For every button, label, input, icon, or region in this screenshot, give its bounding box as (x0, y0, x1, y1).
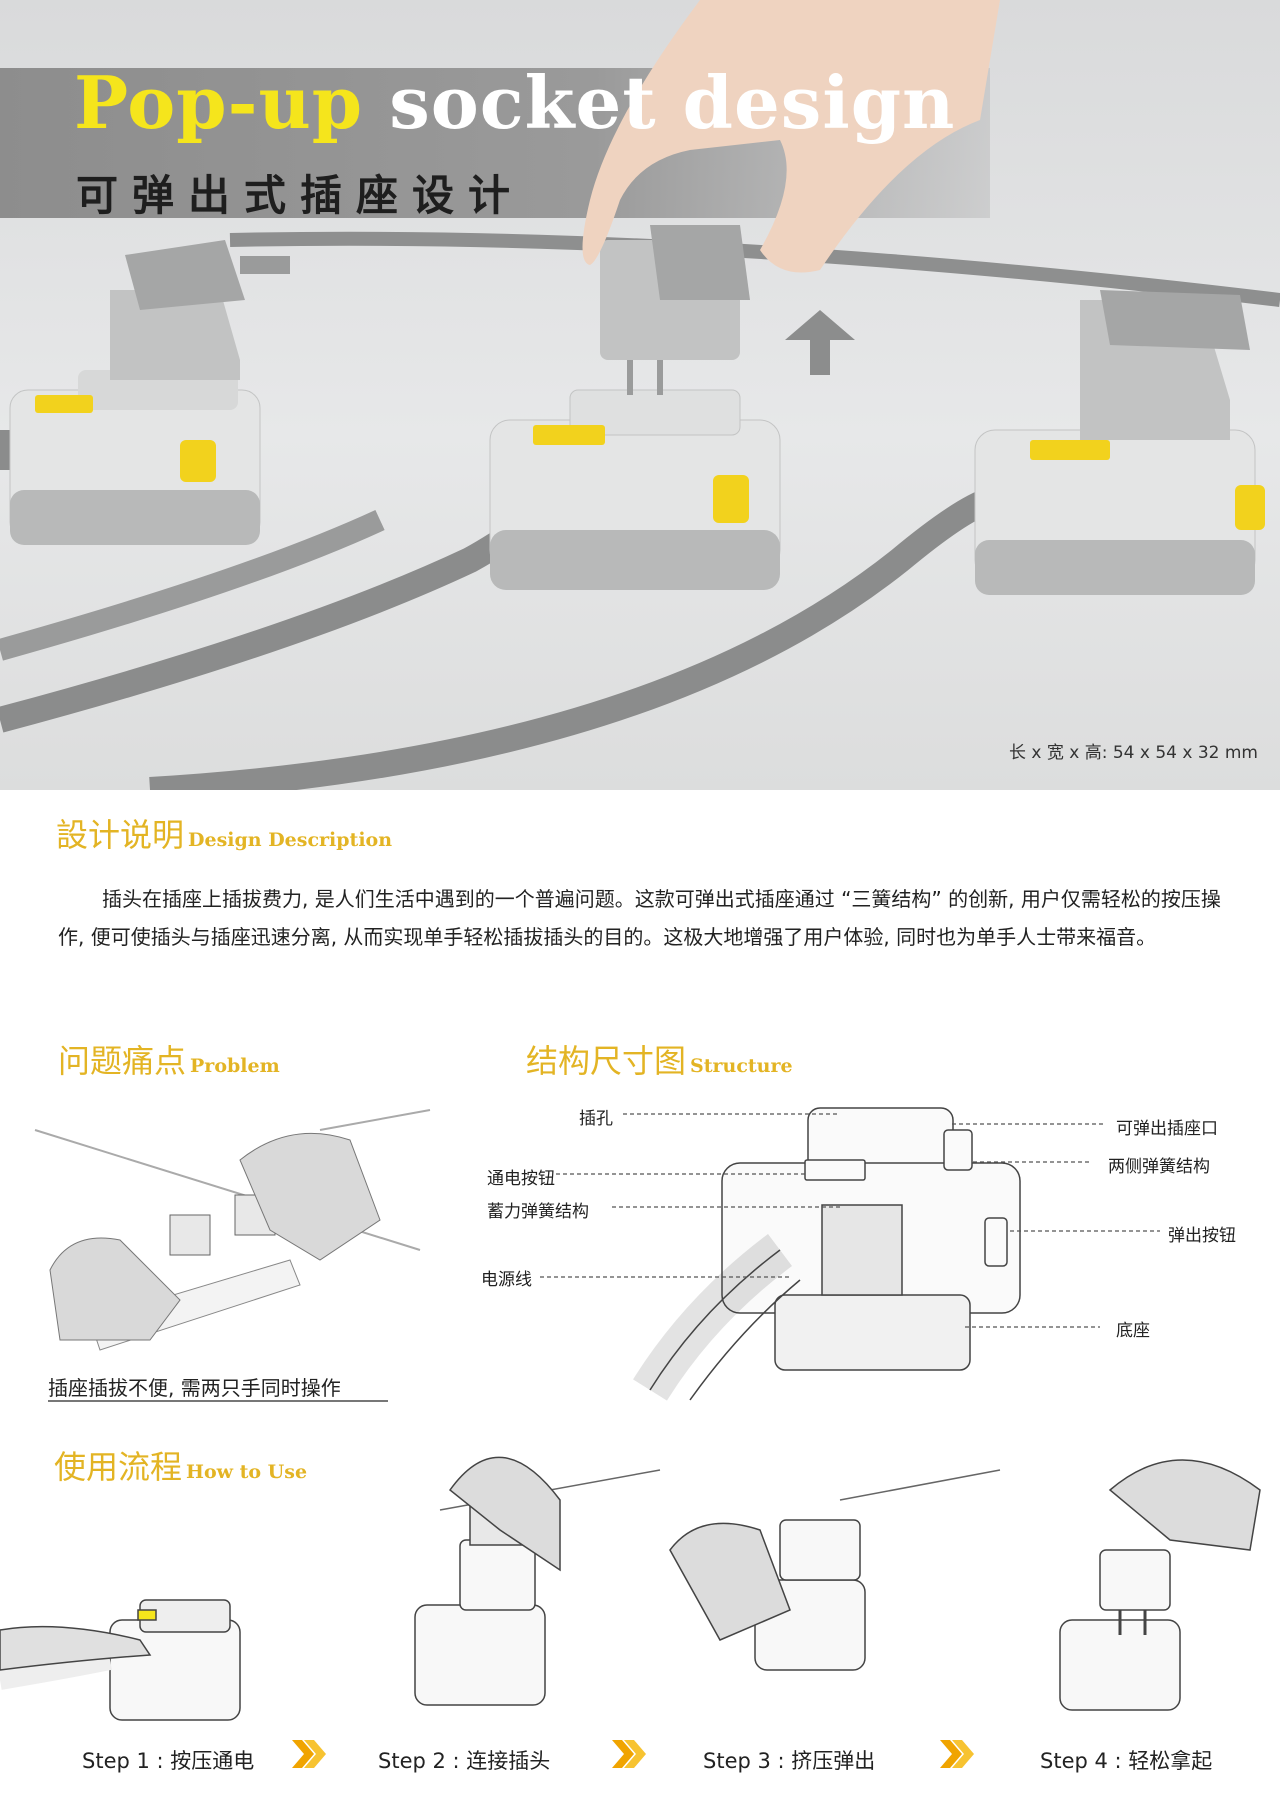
hero-product-render (0, 0, 1280, 790)
socket-left (9, 240, 290, 545)
description-body: 插头在插座上插拔费力, 是人们生活中遇到的一个普遍问题。这款可弹出式插座通过 “… (58, 887, 1221, 949)
description-title-en: Design Description (188, 829, 393, 851)
problem-title-cn: 问题痛点 (58, 1042, 187, 1080)
hero-title: Pop-up socket design (74, 60, 955, 145)
step-4-label: Step 4 : 轻松拿起 (1040, 1749, 1213, 1773)
problem-title-en: Problem (190, 1055, 280, 1077)
dimensions-text: 长 x 宽 x 高: 54 x 54 x 32 mm (1008, 743, 1258, 763)
section-title-structure: 结构尺寸图 Structure (526, 1036, 793, 1082)
hero-render: Pop-up socket design 可弹出式插座设计 长 x 宽 x 高:… (0, 0, 1280, 790)
label-eject-button: 弹出按钮 (1168, 1226, 1236, 1246)
hero-subtitle: 可弹出式插座设计 (76, 171, 525, 220)
structure-title-cn: 结构尺寸图 (526, 1042, 687, 1080)
problem-illustration (34, 1109, 431, 1351)
description-title-cn: 設计说明 (56, 816, 185, 854)
caption-underline (48, 1400, 388, 1402)
socket-right (974, 290, 1265, 595)
steps-illustration (0, 1456, 1261, 1768)
label-side-spring: 两侧弹簧结构 (1108, 1157, 1210, 1177)
step-2-label: Step 2 : 连接插头 (378, 1749, 551, 1773)
socket-middle (489, 225, 855, 590)
label-cord: 电源线 (481, 1270, 532, 1290)
hand-illustration (582, 0, 1000, 273)
label-storage-spring: 蓄力弹簧结构 (487, 1202, 589, 1222)
step-arrows (292, 1740, 974, 1768)
label-power-button: 通电按钮 (487, 1169, 555, 1189)
howto-title-en: How to Use (186, 1461, 308, 1483)
section-title-problem: 问题痛点 Problem (58, 1036, 280, 1082)
label-base: 底座 (1116, 1321, 1150, 1341)
title-rest: socket design (389, 60, 956, 145)
section-title-howto: 使用流程 How to Use (54, 1442, 307, 1488)
label-hole: 插孔 (579, 1109, 613, 1129)
structure-title-en: Structure (690, 1055, 793, 1077)
step-3-label: Step 3 : 挤压弹出 (703, 1749, 876, 1773)
problem-caption: 插座插拔不便, 需两只手同时操作 (48, 1376, 341, 1400)
section-title-description: 設计说明 Design Description (56, 810, 392, 856)
label-popup-port: 可弹出插座口 (1116, 1119, 1218, 1139)
step-1-label: Step 1 : 按压通电 (82, 1749, 255, 1773)
title-highlight: Pop-up (74, 60, 364, 145)
howto-title-cn: 使用流程 (54, 1448, 183, 1486)
